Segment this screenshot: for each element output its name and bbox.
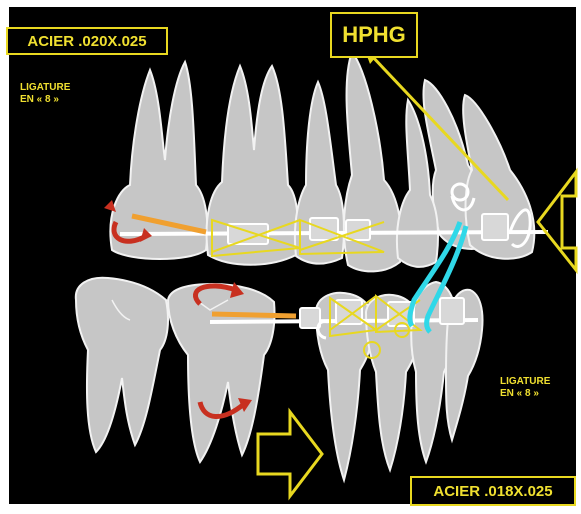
upper-ligature-label: LIGATURE EN « 8 » — [20, 82, 70, 106]
lower-wire-label: ACIER .018X.025 — [410, 476, 576, 506]
lower-ligature-line2: EN « 8 » — [500, 388, 550, 400]
upper-ligature-line1: LIGATURE — [20, 82, 70, 94]
upper-wire-label: ACIER .020X.025 — [6, 27, 168, 55]
lower-ligature-line1: LIGATURE — [500, 376, 550, 388]
lower-coil-spring — [212, 314, 296, 316]
lower-ligature-label: LIGATURE EN « 8 » — [500, 376, 550, 400]
upper-ligature-line2: EN « 8 » — [20, 94, 70, 106]
headgear-label: HPHG — [330, 12, 418, 58]
